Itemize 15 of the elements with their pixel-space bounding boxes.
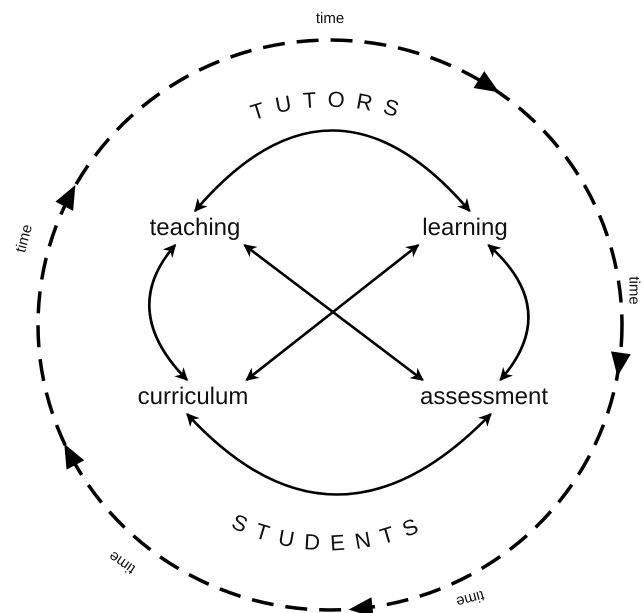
time-label: time [106, 546, 138, 578]
double-headed-arrow [487, 244, 530, 382]
time-label: time [12, 222, 36, 254]
double-headed-arrow [186, 413, 492, 496]
concept-label: curriculum [134, 380, 252, 414]
concept-label: learning [418, 211, 512, 245]
time-label: time [316, 10, 344, 26]
concept-label: assessment [416, 380, 552, 414]
time-label: time [454, 586, 486, 610]
arc-label: STUDENTS [228, 508, 432, 556]
time-label: time [626, 276, 642, 304]
concept-label: teaching [146, 211, 244, 245]
double-headed-arrow [194, 129, 471, 212]
arc-label: TUTORS [248, 86, 412, 126]
double-headed-arrow [148, 244, 188, 381]
